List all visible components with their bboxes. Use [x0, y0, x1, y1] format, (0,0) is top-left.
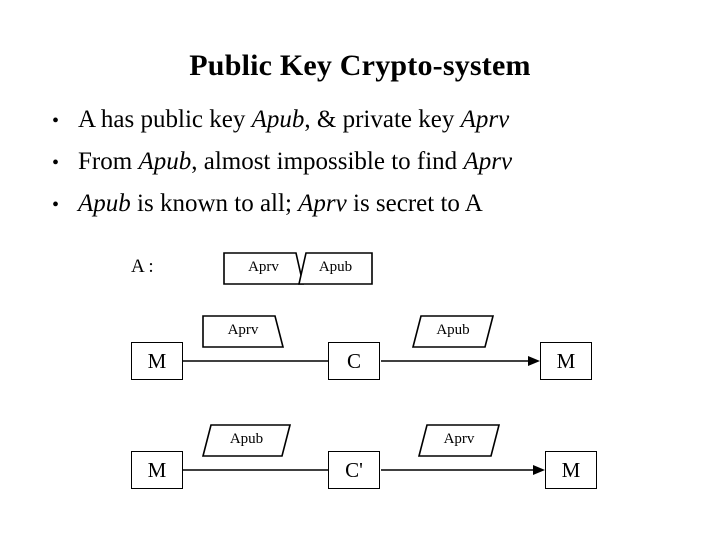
list-item: • From Apub, almost impossible to find Ap…: [52, 146, 692, 179]
key-tag-label: Apub: [229, 431, 264, 447]
bullet-text-0-0: A has public key: [78, 106, 252, 133]
bullet-text-1-1: Apub: [138, 148, 192, 175]
bullet-text-1-0: From: [78, 148, 139, 175]
box-plaintext-encrypt-target: M: [540, 342, 592, 380]
key-tag-encrypt-first: Aprv: [203, 316, 283, 347]
list-item: • Apub is known to all; Aprv is secret to…: [52, 188, 692, 221]
bullet-text-0-3: Aprv: [460, 106, 510, 133]
bullet-text-2-2: Aprv: [298, 190, 347, 217]
bullet-text-2-1: is known to all;: [130, 190, 299, 217]
key-tag-encrypt-second: Apub: [413, 316, 493, 347]
bullet-list: •A has public key Apub, & private key Ap…: [52, 104, 692, 230]
key-tag-label: Apub: [436, 322, 470, 338]
box-plaintext-encrypt-source: M: [131, 342, 183, 380]
list-item: • A has public key Apub, & private key Ap…: [52, 104, 692, 137]
key-tag-sign-first: Apub: [203, 425, 290, 456]
page-title: Public Key Crypto-system: [189, 49, 531, 82]
box-plaintext-sign-source: M: [131, 451, 183, 489]
bullet-marker: •: [52, 194, 60, 216]
bullet-marker: •: [52, 152, 60, 174]
key-tag-aprv-actor: Aprv: [224, 253, 303, 284]
bullet-text-2-0: Apub: [78, 190, 131, 217]
bullet-text-1-3: Aprv: [463, 148, 513, 175]
key-tag-label: Aprv: [443, 431, 475, 447]
key-tag-apub-actor: Apub: [299, 253, 372, 284]
key-tag-label: Apub: [318, 259, 353, 275]
box-ciphertext-encrypt: C: [328, 342, 380, 380]
bullet-text-2-3: is secret to A: [346, 190, 483, 217]
bullet-text-1-2: , almost impossible to find: [191, 148, 464, 175]
key-tag-sign-second: Aprv: [419, 425, 499, 456]
bullet-text-0-2: , & private key: [304, 106, 461, 133]
bullet-text-0-1: Apub: [251, 106, 305, 133]
bullet-marker: •: [52, 110, 60, 132]
box-plaintext-sign-target: M: [545, 451, 597, 489]
actor-label: A :: [131, 256, 154, 277]
key-tag-label: Aprv: [248, 259, 279, 275]
key-tag-label: Aprv: [227, 322, 259, 338]
box-ciphertext-sign: C': [328, 451, 380, 489]
